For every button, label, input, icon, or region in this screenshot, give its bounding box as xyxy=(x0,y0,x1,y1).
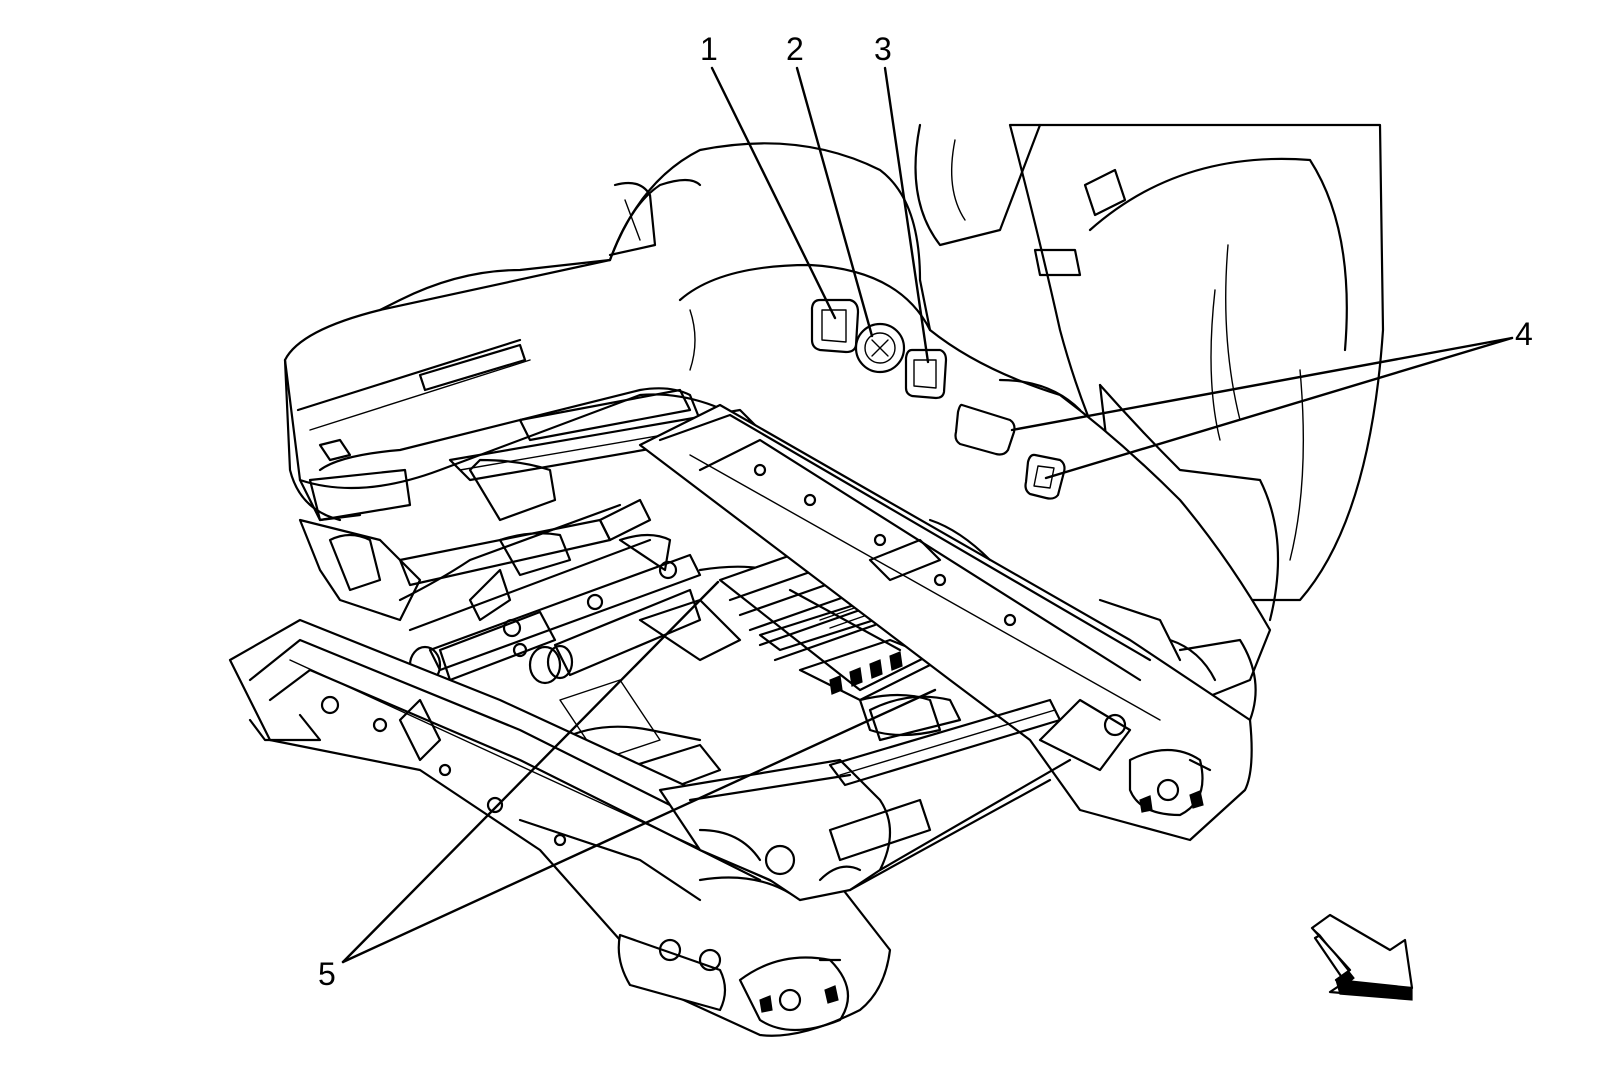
lumbar-switch-pocket xyxy=(810,298,860,354)
callout-label-4: 4 xyxy=(1515,316,1533,352)
leader-5b xyxy=(341,688,937,964)
leader-2 xyxy=(795,66,874,338)
leader-3 xyxy=(883,66,930,364)
right-seat-track xyxy=(638,403,1257,842)
callout-label-3: 3 xyxy=(874,31,892,67)
seat-switch-pocket xyxy=(904,348,948,400)
leader-4b xyxy=(1044,336,1514,480)
callout-label-2: 2 xyxy=(786,31,804,67)
leader-4a xyxy=(1010,336,1514,432)
leader-5a xyxy=(341,580,720,964)
callout-leaders xyxy=(341,66,1514,964)
callout-label-5: 5 xyxy=(318,956,336,992)
leader-1 xyxy=(710,66,837,320)
seat-back xyxy=(914,123,1385,622)
callout-label-1: 1 xyxy=(700,31,718,67)
view-direction-arrow-icon xyxy=(1310,913,1414,1001)
seat-frame-front xyxy=(658,695,1072,902)
callout-labels: 1 2 3 4 5 xyxy=(318,31,1533,992)
seat-switch-pockets xyxy=(810,298,1066,500)
